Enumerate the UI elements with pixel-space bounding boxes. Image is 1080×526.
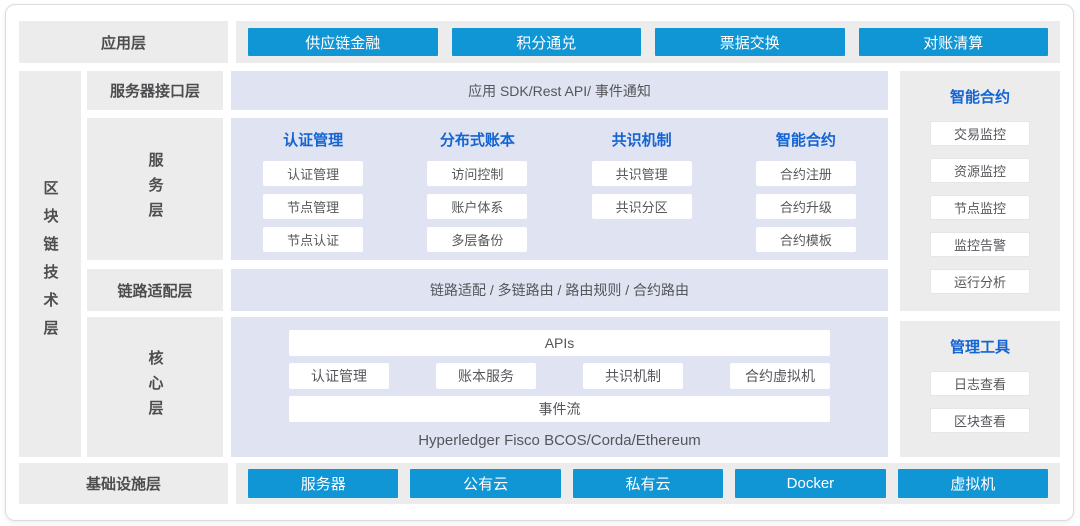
link-adaptation-layer-content: 链路适配 / 多链路由 / 路由规则 / 合约路由 [231, 269, 888, 311]
service-item: 认证管理 [263, 161, 364, 186]
core-event-stream-bar: 事件流 [289, 396, 830, 422]
side-panels-column: 智能合约 交易监控 资源监控 节点监控 监控告警 运行分析 管理工具 日志查看 … [900, 71, 1060, 457]
infra-button-public-cloud: 公有云 [410, 469, 561, 498]
infra-button-virtual-machine: 虚拟机 [897, 469, 1049, 498]
core-layer-label: 核心层 [87, 317, 223, 457]
infra-button-private-cloud: 私有云 [572, 469, 724, 498]
application-button-band: 供应链金融 积分通兑 票据交换 对账清算 [236, 21, 1060, 63]
side-item: 监控告警 [930, 232, 1030, 257]
service-item: 账户体系 [427, 194, 528, 219]
side-item: 运行分析 [930, 269, 1030, 294]
infrastructure-button-band: 服务器 公有云 私有云 Docker 虚拟机 [236, 463, 1060, 504]
core-module: 共识机制 [583, 363, 683, 389]
service-column-consensus: 共识机制 共识管理 共识分区 [560, 131, 724, 260]
service-item: 合约升级 [755, 194, 856, 219]
server-interface-layer-row: 服务器接口层 应用 SDK/Rest API/ 事件通知 [87, 71, 888, 110]
server-interface-layer-content: 应用 SDK/Rest API/ 事件通知 [231, 71, 888, 110]
service-item: 节点管理 [263, 194, 364, 219]
link-adaptation-layer-label: 链路适配层 [87, 269, 223, 311]
core-layer-label-text: 核心层 [146, 349, 164, 425]
service-column-header: 智能合约 [775, 132, 836, 149]
infrastructure-layer-row: 基础设施层 服务器 公有云 私有云 Docker 虚拟机 [19, 463, 1060, 504]
infra-button-docker: Docker [735, 469, 886, 498]
service-column-auth: 认证管理 认证管理 节点管理 节点认证 [231, 131, 395, 260]
side-item: 交易监控 [930, 121, 1030, 146]
service-item: 共识分区 [591, 194, 692, 219]
side-item: 区块查看 [930, 408, 1030, 433]
service-column-header: 共识机制 [611, 132, 672, 149]
blockchain-tech-layer-label-text: 区块链技术层 [41, 180, 59, 348]
app-button-points-exchange: 积分通兑 [451, 28, 641, 56]
side-item: 资源监控 [930, 158, 1030, 183]
application-layer-label: 应用层 [19, 21, 228, 63]
management-tools-panel-header: 管理工具 [949, 339, 1010, 356]
service-layer-row: 服务层 认证管理 认证管理 节点管理 节点认证 分布式账本 访问控制 账户体系 … [87, 118, 888, 260]
service-column-ledger: 分布式账本 访问控制 账户体系 多层备份 [395, 131, 559, 260]
infrastructure-layer-label: 基础设施层 [19, 463, 228, 504]
service-layer-label: 服务层 [87, 118, 223, 260]
service-item: 合约模板 [755, 227, 856, 252]
core-apis-bar: APIs [289, 330, 830, 356]
service-item: 多层备份 [427, 227, 528, 252]
management-tools-panel: 管理工具 日志查看 区块查看 [900, 321, 1060, 457]
app-button-bill-exchange: 票据交换 [655, 28, 845, 56]
blockchain-tech-layer-label: 区块链技术层 [19, 71, 81, 457]
core-module: 认证管理 [289, 363, 389, 389]
service-layer-panel: 认证管理 认证管理 节点管理 节点认证 分布式账本 访问控制 账户体系 多层备份… [231, 118, 888, 260]
core-platforms-text: Hyperledger Fisco BCOS/Corda/Ethereum [418, 432, 701, 449]
infra-button-server: 服务器 [248, 469, 399, 498]
service-column-smart-contract: 智能合约 合约注册 合约升级 合约模板 [724, 131, 888, 260]
side-item: 节点监控 [930, 195, 1030, 220]
service-item: 共识管理 [591, 161, 692, 186]
tech-layer-rows: 服务器接口层 应用 SDK/Rest API/ 事件通知 服务层 认证管理 认证… [87, 71, 888, 457]
blockchain-tech-layer: 区块链技术层 服务器接口层 应用 SDK/Rest API/ 事件通知 服务层 … [19, 71, 1060, 457]
service-layer-label-text: 服务层 [146, 151, 164, 227]
server-interface-layer-label: 服务器接口层 [87, 71, 223, 110]
architecture-diagram: 应用层 供应链金融 积分通兑 票据交换 对账清算 区块链技术层 服务器接口层 应… [5, 4, 1074, 521]
app-button-reconciliation: 对账清算 [858, 28, 1048, 56]
service-item: 节点认证 [263, 227, 364, 252]
smart-contract-panel-header: 智能合约 [949, 89, 1010, 106]
core-layer-row: 核心层 APIs 认证管理 账本服务 共识机制 合约虚拟机 事件流 Hyperl… [87, 317, 888, 457]
core-modules-row: 认证管理 账本服务 共识机制 合约虚拟机 [289, 363, 830, 389]
link-adaptation-layer-row: 链路适配层 链路适配 / 多链路由 / 路由规则 / 合约路由 [87, 269, 888, 311]
service-item: 合约注册 [755, 161, 856, 186]
core-module: 账本服务 [436, 363, 536, 389]
core-module: 合约虚拟机 [730, 363, 830, 389]
service-column-header: 认证管理 [283, 132, 344, 149]
core-layer-panel: APIs 认证管理 账本服务 共识机制 合约虚拟机 事件流 Hyperledge… [231, 317, 888, 457]
smart-contract-monitor-panel: 智能合约 交易监控 资源监控 节点监控 监控告警 运行分析 [900, 71, 1060, 311]
app-button-supply-chain-finance: 供应链金融 [248, 28, 438, 56]
service-column-header: 分布式账本 [439, 132, 515, 149]
application-layer-row: 应用层 供应链金融 积分通兑 票据交换 对账清算 [19, 21, 1060, 63]
side-item: 日志查看 [930, 371, 1030, 396]
service-item: 访问控制 [427, 161, 528, 186]
